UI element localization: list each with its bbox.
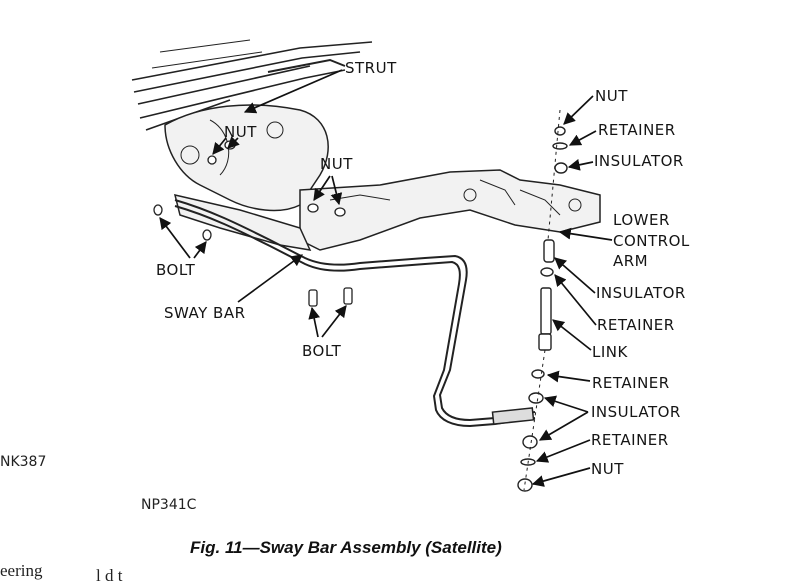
label-strut: STRUT	[345, 59, 397, 77]
label-insulator-2: INSULATOR	[596, 284, 686, 302]
label-link: LINK	[592, 343, 628, 361]
page-fragment-right: l d t	[96, 566, 123, 585]
crossmember-detail	[180, 119, 582, 216]
label-bolt-left: BOLT	[156, 261, 196, 279]
sway-bar-end-bushing	[491, 407, 535, 425]
code-nk387: NK387	[0, 454, 47, 470]
figure-caption: Fig. 11—Sway Bar Assembly (Satellite)	[190, 538, 502, 557]
label-bolt-bottom: BOLT	[302, 342, 342, 360]
label-sway-bar: SWAY BAR	[164, 304, 246, 322]
label-retainer-1: RETAINER	[598, 121, 676, 139]
label-nut-left: NUT	[224, 123, 257, 141]
label-arm: ARM	[613, 252, 649, 270]
label-control: CONTROL	[613, 232, 690, 250]
label-lower: LOWER	[613, 211, 670, 229]
sway-bar-rod	[174, 199, 536, 428]
label-insulator-1: INSULATOR	[594, 152, 684, 170]
label-retainer-4: RETAINER	[591, 431, 669, 449]
crossmember	[164, 104, 601, 251]
label-retainer-3: RETAINER	[592, 374, 670, 392]
leader-lines	[159, 69, 613, 487]
label-nut-top: NUT	[595, 87, 628, 105]
label-nut-bottom: NUT	[591, 460, 624, 478]
label-insulator-3: INSULATOR	[591, 403, 681, 421]
page-fragment-left: eering	[0, 561, 43, 580]
code-np341c: NP341C	[141, 497, 197, 513]
label-nut-center: NUT	[320, 155, 353, 173]
label-retainer-2: RETAINER	[597, 316, 675, 334]
link-axis	[523, 109, 561, 491]
